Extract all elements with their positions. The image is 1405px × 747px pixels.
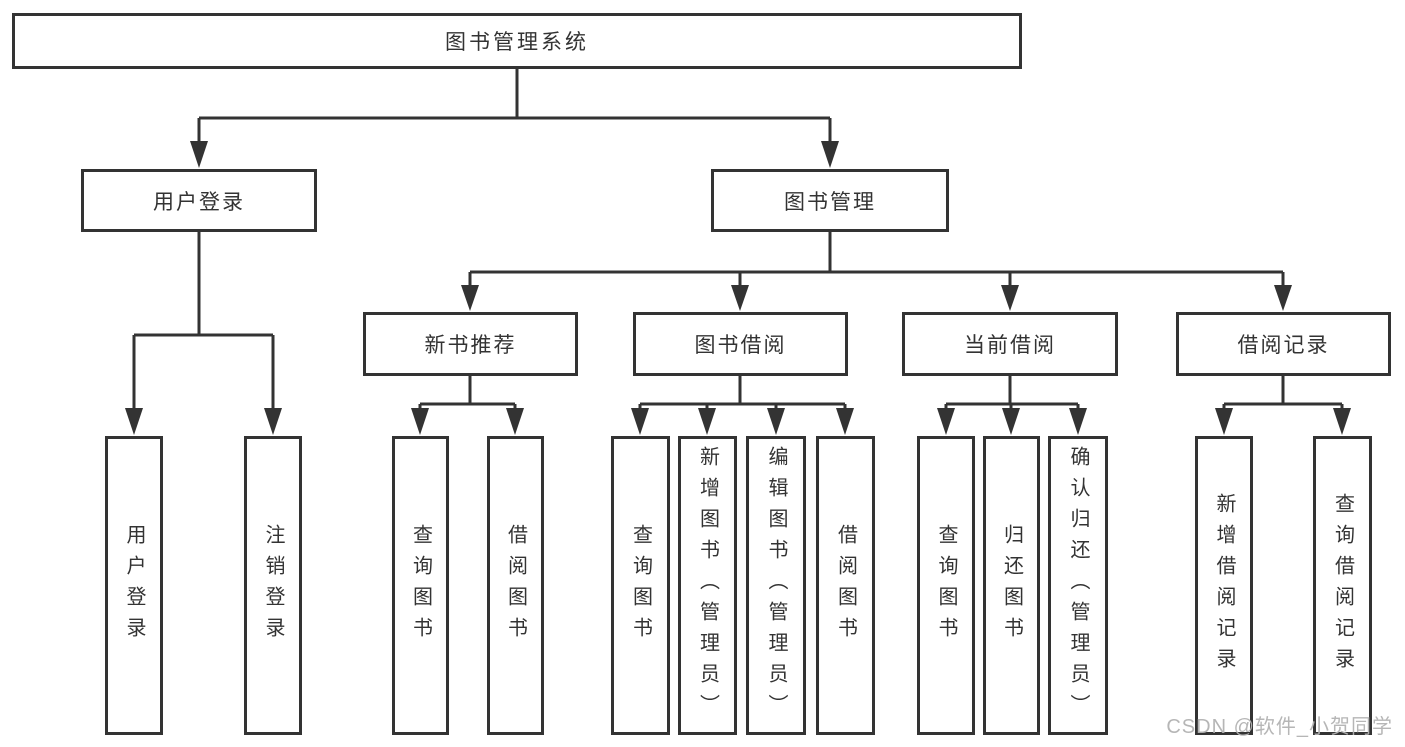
leaf-query-books-recommend: 查询图书	[392, 436, 449, 735]
node-book-management: 图书管理	[711, 169, 949, 232]
leaf-query-books-current-label: 查询图书	[935, 523, 957, 648]
leaf-query-borrow-record: 查询借阅记录	[1313, 436, 1372, 735]
leaf-borrow-books-borrow-label: 借阅图书	[834, 523, 857, 648]
node-book-borrow-label: 图书借阅	[694, 334, 787, 357]
leaf-return-book: 归还图书	[983, 436, 1040, 735]
node-new-book-recommend: 新书推荐	[363, 312, 578, 376]
leaf-query-books-borrow: 查询图书	[611, 436, 670, 735]
leaf-confirm-return-admin: 确认归还（管理员）	[1048, 436, 1108, 735]
leaf-return-book-label: 归还图书	[1000, 523, 1023, 648]
node-current-borrow: 当前借阅	[902, 312, 1118, 376]
node-current-borrow-label: 当前借阅	[964, 334, 1056, 357]
watermark: CSDN @软件_小贺同学	[1166, 716, 1393, 738]
node-borrow-records: 借阅记录	[1176, 312, 1391, 376]
connector-edges	[132, 66, 1344, 412]
leaf-borrow-books-recommend: 借阅图书	[487, 436, 544, 735]
leaf-logout: 注销登录	[244, 436, 302, 735]
leaf-query-books-borrow-label: 查询图书	[629, 523, 652, 648]
node-user-login: 用户登录	[81, 169, 317, 232]
node-new-book-recommend-label: 新书推荐	[424, 334, 517, 357]
arrow-down-icon	[125, 141, 1351, 435]
leaf-logout-label: 注销登录	[262, 523, 284, 648]
leaf-borrow-books-borrow: 借阅图书	[816, 436, 875, 735]
node-root: 图书管理系统	[12, 13, 1022, 69]
leaf-confirm-return-admin-label: 确认归还（管理员）	[1067, 446, 1089, 725]
leaf-user-login: 用户登录	[105, 436, 163, 735]
node-borrow-records-label: 借阅记录	[1237, 334, 1330, 357]
leaf-user-login-label: 用户登录	[123, 523, 145, 648]
leaf-query-books-current: 查询图书	[917, 436, 975, 735]
leaf-query-books-recommend-label: 查询图书	[409, 523, 432, 648]
leaf-add-book-admin-label: 新增图书（管理员）	[696, 446, 719, 725]
node-book-borrow: 图书借阅	[633, 312, 848, 376]
leaf-borrow-books-recommend-label: 借阅图书	[504, 523, 527, 648]
leaf-query-borrow-record-label: 查询借阅记录	[1331, 492, 1354, 679]
leaf-edit-book-admin-label: 编辑图书（管理员）	[765, 446, 787, 725]
leaf-add-borrow-record-label: 新增借阅记录	[1213, 492, 1235, 679]
node-user-login-label: 用户登录	[153, 190, 245, 214]
leaf-edit-book-admin: 编辑图书（管理员）	[746, 436, 806, 735]
node-book-management-label: 图书管理	[784, 190, 876, 214]
node-root-label: 图书管理系统	[445, 31, 589, 54]
leaf-add-book-admin: 新增图书（管理员）	[678, 436, 737, 735]
leaf-add-borrow-record: 新增借阅记录	[1195, 436, 1253, 735]
